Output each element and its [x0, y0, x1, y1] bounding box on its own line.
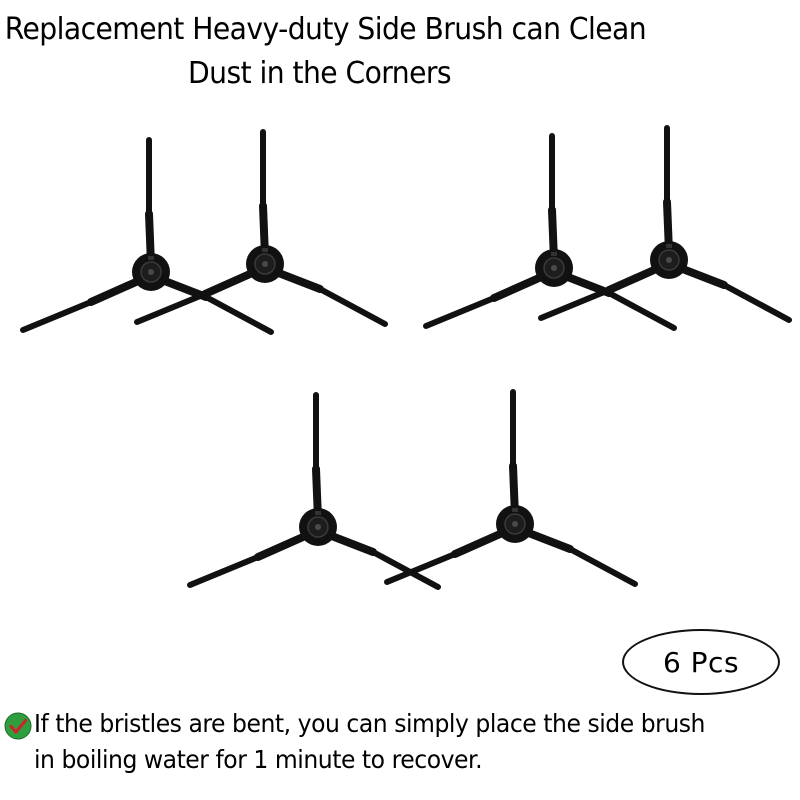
page-title: Replacement Heavy-duty Side Brush can Cl… — [0, 8, 752, 96]
brush-4 — [541, 128, 789, 320]
care-tip: If the bristles are bent, you can simply… — [4, 706, 800, 778]
title-line-2: Dust in the Corners — [188, 56, 452, 91]
tip-text: If the bristles are bent, you can simply… — [34, 706, 705, 778]
brush-5 — [190, 395, 438, 587]
check-circle-icon — [4, 712, 32, 740]
brush-6 — [387, 392, 635, 584]
tip-line-2: in boiling water for 1 minute to recover… — [34, 745, 483, 774]
brush-1 — [23, 140, 271, 332]
piece-count-badge: 6 Pcs — [622, 629, 780, 695]
brush-2 — [137, 132, 385, 324]
tip-line-1: If the bristles are bent, you can simply… — [34, 709, 705, 738]
brush-3 — [426, 136, 674, 328]
title-line-1: Replacement Heavy-duty Side Brush can Cl… — [4, 12, 647, 47]
